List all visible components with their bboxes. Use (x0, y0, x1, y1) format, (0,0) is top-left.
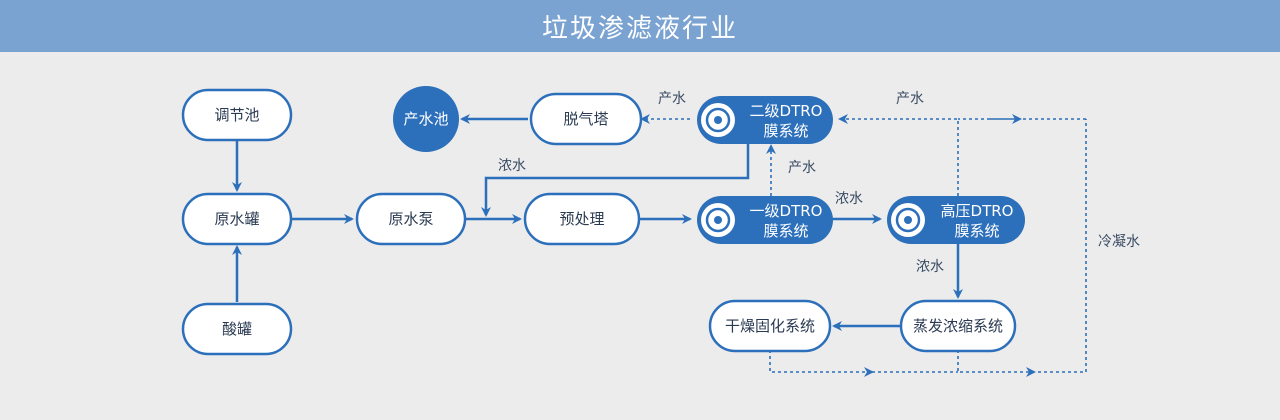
membrane-icon (701, 103, 735, 137)
node-zhengfa: 蒸发浓缩系统 (899, 299, 1017, 353)
svg-text:一级DTRO: 一级DTRO (750, 202, 823, 220)
node-gaoya: 高压DTRO 膜系统 (887, 196, 1025, 244)
node-dtro2: 二级DTRO 膜系统 (697, 96, 833, 144)
svg-text:酸罐: 酸罐 (222, 320, 252, 338)
node-dtro1: 一级DTRO 膜系统 (697, 196, 833, 244)
node-tiaojiechi: 调节池 (181, 88, 293, 142)
node-tuoqita: 脱气塔 (529, 92, 643, 146)
node-suanguan: 酸罐 (181, 302, 293, 356)
edge-condensate-loop (1038, 119, 1087, 373)
svg-text:调节池: 调节池 (214, 106, 259, 124)
label-gaoya-concentrate: 浓水 (916, 259, 944, 275)
membrane-icon (701, 203, 735, 237)
svg-text:膜系统: 膜系统 (763, 222, 808, 240)
svg-text:预处理: 预处理 (559, 210, 604, 228)
label-gaoya-product: 产水 (896, 91, 924, 107)
label-dtro1-concentrate: 浓水 (835, 191, 863, 207)
node-yuanshuiguan: 原水罐 (181, 192, 293, 246)
edge-gaoya-product-to-dtro2 (838, 114, 959, 196)
svg-text:膜系统: 膜系统 (763, 122, 808, 140)
node-yuanshuibeng: 原水泵 (355, 192, 467, 246)
svg-text:原水泵: 原水泵 (388, 210, 433, 228)
label-dtro2-product: 产水 (658, 91, 686, 107)
node-yuchuli: 预处理 (523, 192, 641, 246)
svg-text:膜系统: 膜系统 (954, 222, 999, 240)
svg-text:高压DTRO: 高压DTRO (941, 202, 1014, 220)
edge-ganzao-out (769, 350, 874, 377)
label-condensate: 冷凝水 (1098, 234, 1140, 250)
svg-text:脱气塔: 脱气塔 (563, 110, 608, 128)
edge-zhengfa-out (957, 350, 1036, 377)
membrane-icon (891, 203, 925, 237)
header-bar: 垃圾渗滤液行业 (0, 0, 1280, 52)
svg-text:蒸发浓缩系统: 蒸发浓缩系统 (913, 317, 1003, 335)
label-dtro1-product: 产水 (788, 160, 816, 176)
svg-text:二级DTRO: 二级DTRO (750, 102, 823, 120)
edge-dtro2-concentrate (481, 143, 750, 217)
node-chanshuichi: 产水池 (393, 86, 459, 152)
label-dtro2-concentrate: 浓水 (498, 158, 526, 174)
svg-text:产水池: 产水池 (403, 110, 448, 128)
node-ganzao: 干燥固化系统 (708, 299, 832, 353)
svg-text:原水罐: 原水罐 (214, 210, 259, 228)
svg-text:干燥固化系统: 干燥固化系统 (725, 317, 815, 335)
page-title: 垃圾渗滤液行业 (541, 13, 738, 44)
